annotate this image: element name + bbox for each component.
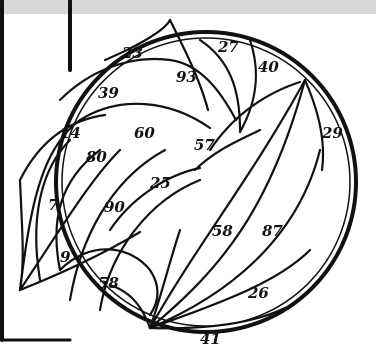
region-number: 26	[247, 284, 269, 302]
region-number: 41	[200, 330, 221, 348]
region-number: 80	[86, 148, 107, 166]
region-number: 25	[149, 174, 171, 192]
region-number: 14	[60, 124, 81, 142]
region-number: 39	[98, 84, 119, 102]
region-number: 23	[121, 44, 143, 62]
region-number: 9	[60, 248, 71, 266]
region-number: 58	[212, 222, 233, 240]
region-number: 60	[134, 124, 155, 142]
left-frame	[2, 0, 70, 340]
region-number: 57	[194, 136, 215, 154]
region-number: 58	[98, 274, 119, 292]
region-number: 90	[104, 198, 125, 216]
region-number: 27	[217, 38, 239, 56]
region-number: 87	[262, 222, 283, 240]
region-number: 7	[48, 196, 59, 214]
top-shade-band	[0, 0, 376, 14]
region-number: 93	[176, 68, 197, 86]
region-number: 29	[321, 124, 343, 142]
region-number: 40	[258, 58, 279, 76]
